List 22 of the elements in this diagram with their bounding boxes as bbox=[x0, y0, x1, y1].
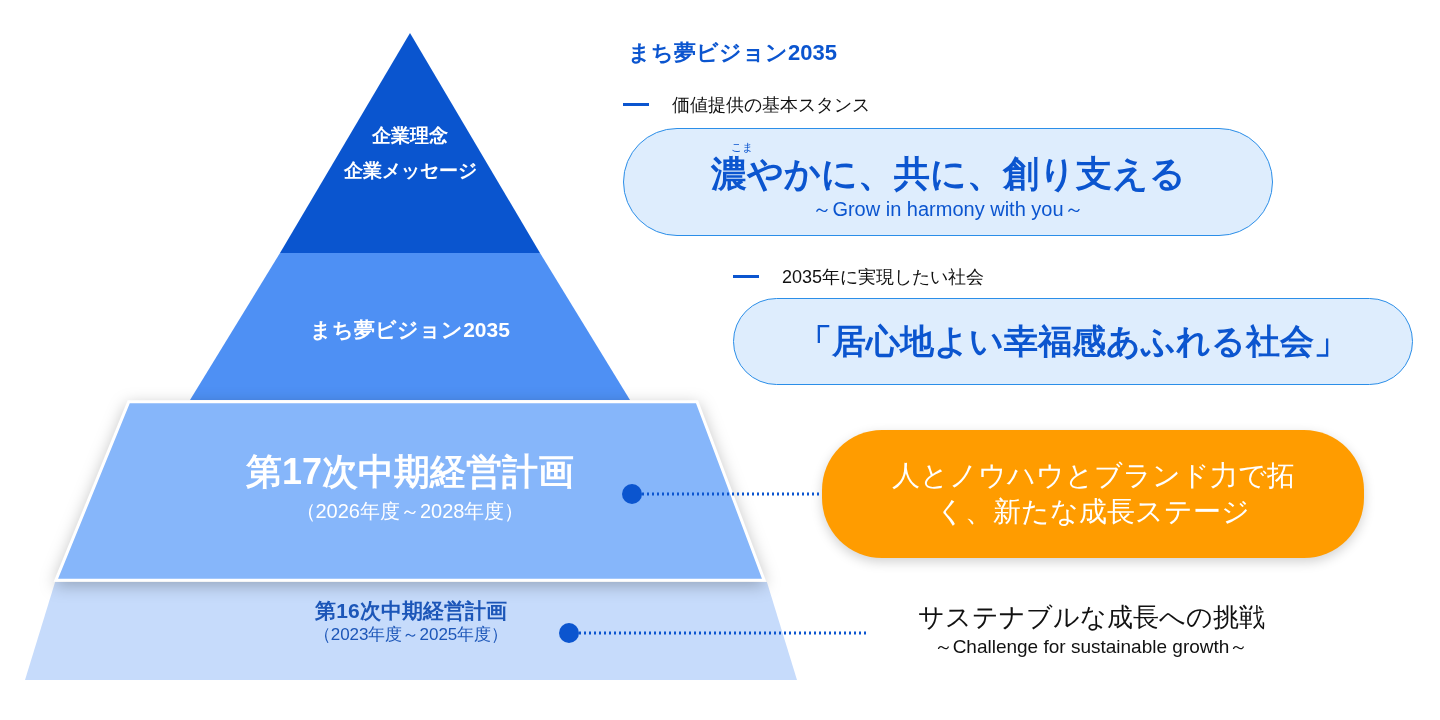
tier-title: 第16次中期経営計画 bbox=[315, 598, 507, 624]
plan-theme-text: 人とノウハウとブランド力で拓く、新たな成長ステージ bbox=[890, 458, 1296, 529]
dotted-connector bbox=[622, 484, 822, 504]
subsection-heading: 価値提供の基本スタンス bbox=[672, 94, 870, 117]
section-heading: まち夢ビジョン2035 bbox=[628, 39, 837, 67]
pyramid-tier bbox=[280, 33, 540, 253]
pyramid-tier bbox=[25, 582, 797, 680]
stance-text: 濃やかに、共に、創り支える bbox=[710, 153, 1186, 196]
stance-subtitle: ～Grow in harmony with you～ bbox=[812, 197, 1084, 222]
tier-subtitle: （2026年度～2028年度） bbox=[295, 499, 525, 524]
plan-theme-subtitle: ～Challenge for sustainable growth～ bbox=[933, 634, 1249, 659]
ruby-text: こま bbox=[731, 142, 753, 153]
subsection-heading: 2035年に実現したい社会 bbox=[782, 266, 985, 289]
plan-theme-text: サステナブルな成長への挑戦 bbox=[917, 600, 1265, 634]
tier-subtitle: 企業メッセージ bbox=[343, 159, 477, 183]
plan-theme-pill bbox=[822, 430, 1364, 558]
tier-title: 第17次中期経営計画 bbox=[245, 450, 574, 494]
tier-title: 企業理念 bbox=[372, 125, 448, 148]
dotted-connector bbox=[559, 623, 866, 643]
tier-title: まち夢ビジョン2035 bbox=[310, 317, 510, 343]
tier-subtitle: （2023年度～2025年度） bbox=[313, 625, 509, 646]
vision-text: 「居心地よい幸福感あふれる社会」 bbox=[798, 321, 1348, 363]
